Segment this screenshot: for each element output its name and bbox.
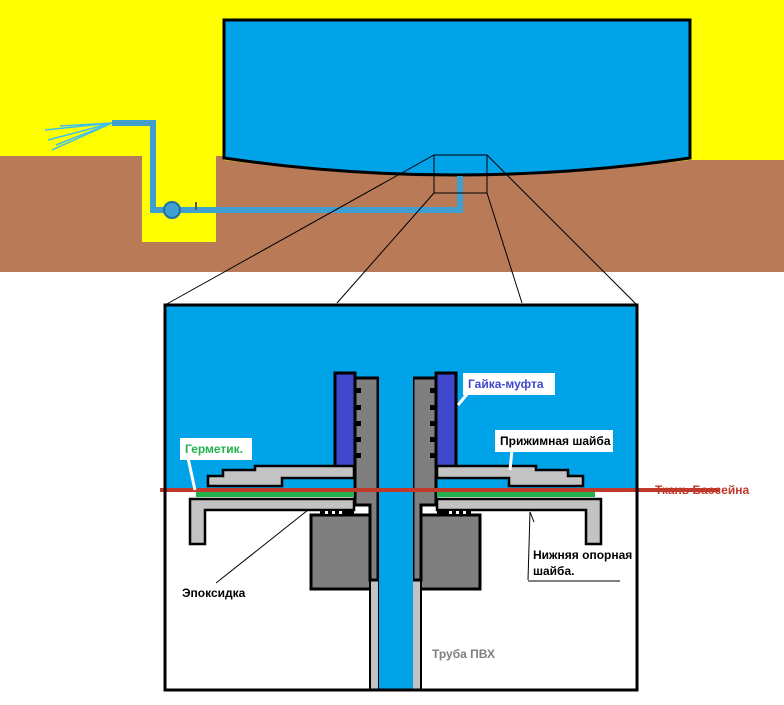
pool (222, 18, 692, 177)
label-lower-washer-1: Нижняя опорная (533, 548, 632, 562)
lower-washer-pointer (527, 511, 535, 581)
fitting-left-half (188, 371, 380, 691)
valve-icon (163, 201, 181, 219)
epoxy (320, 510, 354, 515)
label-pool-fabric: Ткань Бассейна (655, 483, 749, 497)
lower-nut (309, 513, 375, 591)
epoxy-pointer (215, 509, 309, 584)
label-pvc-pipe: Труба ПВХ (432, 647, 495, 661)
press-washer (206, 464, 356, 488)
label-epoxy: Эпоксидка (182, 586, 246, 600)
label-lower-washer-2: шайба. (533, 564, 574, 578)
label-press-washer: Прижимная шайба (500, 434, 611, 448)
label-sealant: Герметик. (185, 442, 243, 456)
detail-frame (163, 303, 639, 692)
water-spray-icon (44, 122, 113, 151)
label-nut: Гайка-муфта (468, 377, 544, 391)
pool-fabric-line (160, 488, 720, 492)
sealant (196, 492, 354, 497)
drain-pipe (112, 120, 463, 213)
zoom-region (433, 154, 488, 194)
pvc-pipe-wall (369, 579, 380, 691)
threads (355, 388, 361, 458)
lower-support-washer (188, 497, 356, 546)
coupling-nut (333, 371, 357, 472)
zoom-lines (164, 154, 638, 306)
pipe-bore (379, 375, 413, 690)
